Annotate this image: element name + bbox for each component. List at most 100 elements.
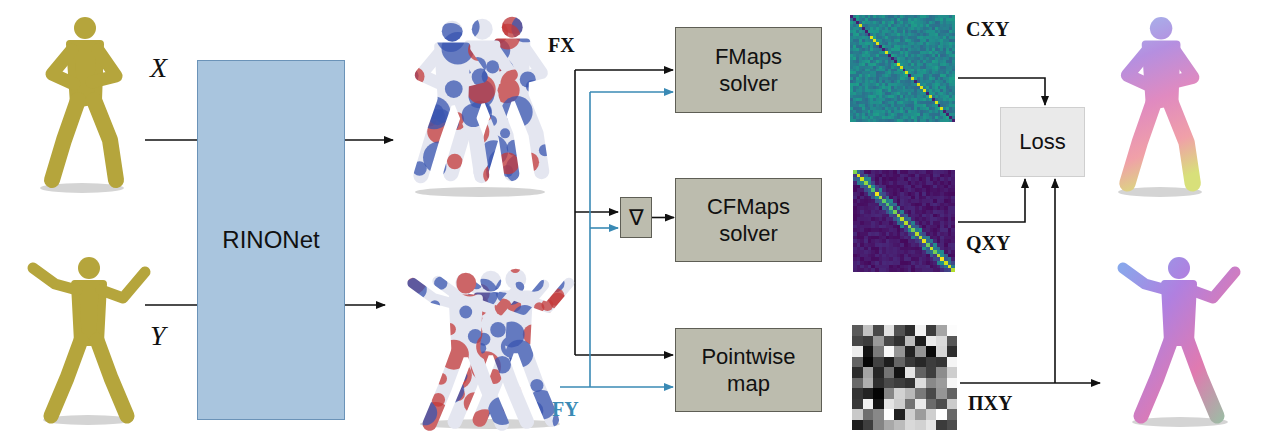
illustration-part	[873, 89, 876, 92]
illustration-part	[929, 92, 932, 95]
illustration-part	[894, 80, 897, 83]
illustration-part	[873, 30, 876, 33]
illustration-part	[873, 107, 876, 110]
illustration-part	[940, 54, 943, 57]
illustration-part	[859, 36, 862, 39]
illustration-part	[951, 188, 955, 192]
illustration-part	[871, 214, 875, 218]
illustration-part	[929, 24, 932, 27]
illustration-part	[935, 39, 938, 42]
illustration-part	[889, 221, 893, 225]
illustration-part	[911, 77, 914, 80]
illustration-part	[864, 192, 868, 196]
illustration-part	[929, 33, 932, 36]
illustration-part	[893, 192, 897, 196]
illustration-part	[894, 51, 897, 54]
illustration-part	[868, 110, 871, 113]
illustration-part	[937, 199, 941, 203]
illustration-part	[911, 181, 915, 185]
illustration-part	[926, 48, 929, 51]
illustration-part	[935, 83, 938, 86]
illustration-part	[938, 83, 941, 86]
illustration-part	[879, 225, 883, 229]
illustration-part	[859, 30, 862, 33]
illustration-part	[952, 119, 955, 122]
illustration-part	[911, 69, 914, 72]
illustration-part	[894, 74, 897, 77]
illustration-part	[859, 71, 862, 74]
illustration-part	[862, 71, 865, 74]
illustration-part	[879, 188, 883, 192]
illustration-part	[853, 192, 857, 196]
illustration-part	[943, 80, 946, 83]
illustration-part	[868, 21, 871, 24]
illustration-part	[870, 77, 873, 80]
illustration-part	[888, 71, 891, 74]
illustration-part	[920, 30, 923, 33]
illustration-part	[865, 83, 868, 86]
illustration-part	[929, 63, 932, 66]
illustration-part	[923, 69, 926, 72]
illustration-part	[885, 24, 888, 27]
illustration-part	[920, 36, 923, 39]
illustration-part	[900, 185, 904, 189]
illustration-part	[850, 63, 853, 66]
illustration-part	[926, 210, 930, 214]
illustration-part	[943, 27, 946, 30]
illustration-part	[850, 27, 853, 30]
illustration-part	[943, 15, 946, 18]
illustration-part	[908, 113, 911, 116]
illustration-part	[864, 217, 868, 221]
illustration-part	[888, 77, 891, 80]
illustration-part	[864, 185, 868, 189]
illustration-part	[888, 18, 891, 21]
illustration-part	[908, 54, 911, 57]
illustration-part	[885, 83, 888, 86]
illustration-part	[940, 181, 944, 185]
illustration-part	[922, 177, 926, 181]
illustration-part	[537, 345, 559, 367]
illustration-part	[914, 21, 917, 24]
illustration-part	[859, 60, 862, 63]
illustration-part	[905, 51, 908, 54]
illustration-part	[900, 110, 903, 113]
illustration-part	[904, 188, 908, 192]
illustration-part	[908, 107, 911, 110]
illustration-part	[905, 48, 908, 51]
illustration-part	[946, 27, 949, 30]
illustration-part	[882, 113, 885, 116]
illustration-part	[943, 89, 946, 92]
illustration-part	[949, 30, 952, 33]
illustration-part	[853, 51, 856, 54]
illustration-part	[948, 199, 952, 203]
illustration-part	[876, 18, 879, 21]
illustration-part	[879, 63, 882, 66]
illustration-part	[879, 21, 882, 24]
illustration-part	[859, 48, 862, 51]
illustration-part	[850, 39, 853, 42]
illustration-part	[862, 60, 865, 63]
illustration-part	[853, 92, 856, 95]
illustration-part	[403, 79, 415, 91]
illustration-part	[860, 174, 864, 178]
illustration-part	[900, 225, 904, 229]
illustration-part	[891, 113, 894, 116]
illustration-part	[943, 39, 946, 42]
illustration-part	[893, 196, 897, 200]
illustration-part	[885, 39, 888, 42]
illustration-part	[949, 24, 952, 27]
illustration-part	[935, 74, 938, 77]
illustration-part	[873, 33, 876, 36]
illustration-part	[875, 174, 879, 178]
illustration-part	[870, 48, 873, 51]
illustration-part	[875, 206, 879, 210]
illustration-part	[905, 15, 908, 18]
illustration-part	[859, 98, 862, 101]
illustration-part	[404, 278, 427, 301]
illustration-part	[914, 36, 917, 39]
illustration-part	[937, 203, 941, 207]
illustration-part	[856, 42, 859, 45]
illustration-part	[897, 95, 900, 98]
illustration-part	[891, 83, 894, 86]
illustration-part	[873, 92, 876, 95]
